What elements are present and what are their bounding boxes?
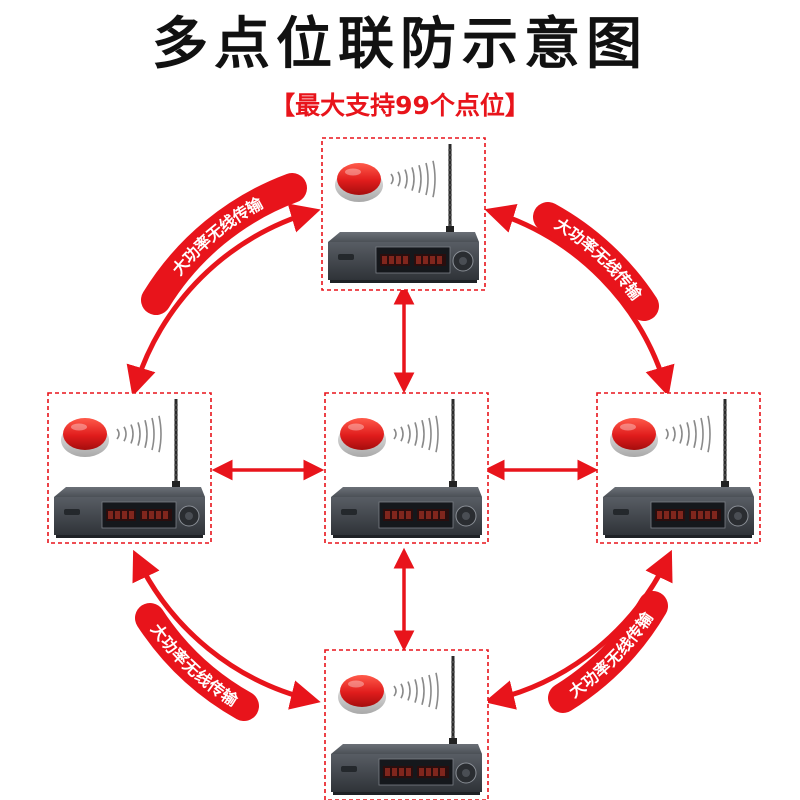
signal-wave-icon bbox=[116, 415, 162, 453]
receiver-host-icon bbox=[331, 487, 482, 538]
signal-wave-icon bbox=[665, 415, 711, 453]
node-right bbox=[596, 392, 761, 544]
emergency-button-icon bbox=[61, 418, 109, 457]
emergency-button-icon bbox=[338, 675, 386, 714]
node-bottom bbox=[324, 649, 489, 800]
page-title: 多点位联防示意图 bbox=[152, 12, 648, 77]
node-left bbox=[47, 392, 212, 544]
curved-links bbox=[126, 203, 675, 710]
signal-wave-icon bbox=[393, 672, 439, 710]
emergency-button-icon bbox=[335, 163, 383, 202]
link-arrow-bottom-right bbox=[484, 549, 673, 710]
receiver-host-icon bbox=[603, 487, 754, 538]
label-pill-top-right bbox=[533, 202, 659, 321]
antenna-icon bbox=[449, 656, 457, 746]
signal-wave-icon bbox=[390, 160, 436, 198]
label-pill-bottom-left bbox=[135, 603, 259, 721]
label-pill-top-left bbox=[141, 173, 307, 315]
page-subtitle: 【最大支持99个点位】 bbox=[270, 91, 530, 120]
receiver-host-icon bbox=[331, 744, 482, 795]
receiver-host-icon bbox=[54, 487, 205, 538]
label-pill-bottom-right bbox=[548, 591, 668, 713]
antenna-icon bbox=[721, 399, 729, 489]
link-label-bottom-right: 大功率无线传输 bbox=[565, 607, 657, 701]
link-label-top-right: 大功率无线传输 bbox=[552, 214, 647, 304]
signal-wave-icon bbox=[393, 415, 439, 453]
node-group bbox=[47, 137, 761, 800]
antenna-icon bbox=[446, 144, 454, 234]
link-arrow-top-left bbox=[126, 203, 321, 397]
antenna-icon bbox=[449, 399, 457, 489]
emergency-button-icon bbox=[338, 418, 386, 457]
antenna-icon bbox=[172, 399, 180, 489]
link-arrow-top-right bbox=[484, 203, 675, 397]
node-center bbox=[324, 392, 489, 544]
straight-links bbox=[211, 283, 599, 652]
node-top bbox=[321, 137, 486, 291]
link-arrow-bottom-left bbox=[132, 549, 321, 710]
emergency-button-icon bbox=[610, 418, 658, 457]
receiver-host-icon bbox=[328, 232, 479, 283]
